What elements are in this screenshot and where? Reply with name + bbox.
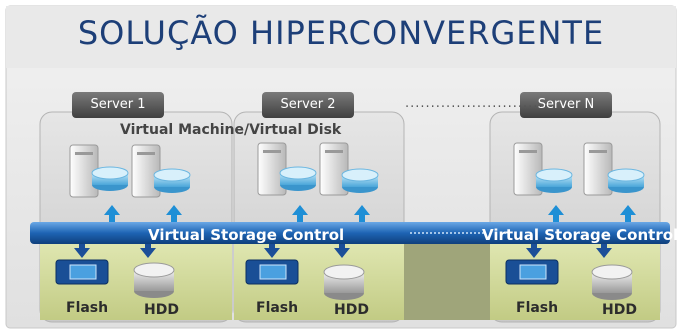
virtual-disk-icon bbox=[153, 168, 191, 193]
server-label-n: Server N bbox=[520, 92, 612, 118]
hdd-icon bbox=[591, 264, 633, 300]
hdd-label: HDD bbox=[602, 302, 637, 318]
vm-server-icon bbox=[583, 142, 613, 196]
flash-icon bbox=[505, 259, 559, 285]
gap-area bbox=[404, 244, 490, 320]
flash-icon bbox=[55, 259, 109, 285]
virtual-disk-icon bbox=[279, 166, 317, 191]
vm-disk-label: Virtual Machine/Virtual Disk bbox=[120, 122, 342, 138]
vm-server-icon bbox=[257, 142, 287, 196]
storage-control-label-1: Virtual Storage Control bbox=[148, 226, 345, 244]
flash-icon bbox=[245, 259, 299, 285]
server-ellipsis: ............................ bbox=[405, 96, 549, 111]
vm-server-icon bbox=[513, 142, 543, 196]
virtual-disk-icon bbox=[535, 168, 573, 193]
hdd-label: HDD bbox=[144, 302, 179, 318]
storage-control-label-2: Virtual Storage Control bbox=[482, 226, 679, 244]
hdd-icon bbox=[323, 264, 365, 300]
virtual-disk-icon bbox=[91, 166, 129, 191]
virtual-disk-icon bbox=[607, 168, 645, 193]
page-title: SOLUÇÃO HIPERCONVERGENTE bbox=[77, 14, 605, 52]
storage-control-band bbox=[30, 222, 670, 244]
server-label-2: Server 2 bbox=[262, 92, 354, 118]
vm-server-icon bbox=[131, 144, 161, 198]
virtual-disk-icon bbox=[341, 168, 379, 193]
flash-label: Flash bbox=[66, 300, 109, 316]
hdd-label: HDD bbox=[334, 302, 369, 318]
down-arrow-icons bbox=[74, 244, 612, 258]
vm-server-icon bbox=[319, 142, 349, 196]
title-strip bbox=[6, 6, 676, 68]
hdd-icon bbox=[133, 262, 175, 298]
up-arrow-icons bbox=[104, 205, 636, 222]
server-label-1: Server 1 bbox=[72, 92, 164, 118]
flash-label: Flash bbox=[516, 300, 559, 316]
flash-label: Flash bbox=[256, 300, 299, 316]
